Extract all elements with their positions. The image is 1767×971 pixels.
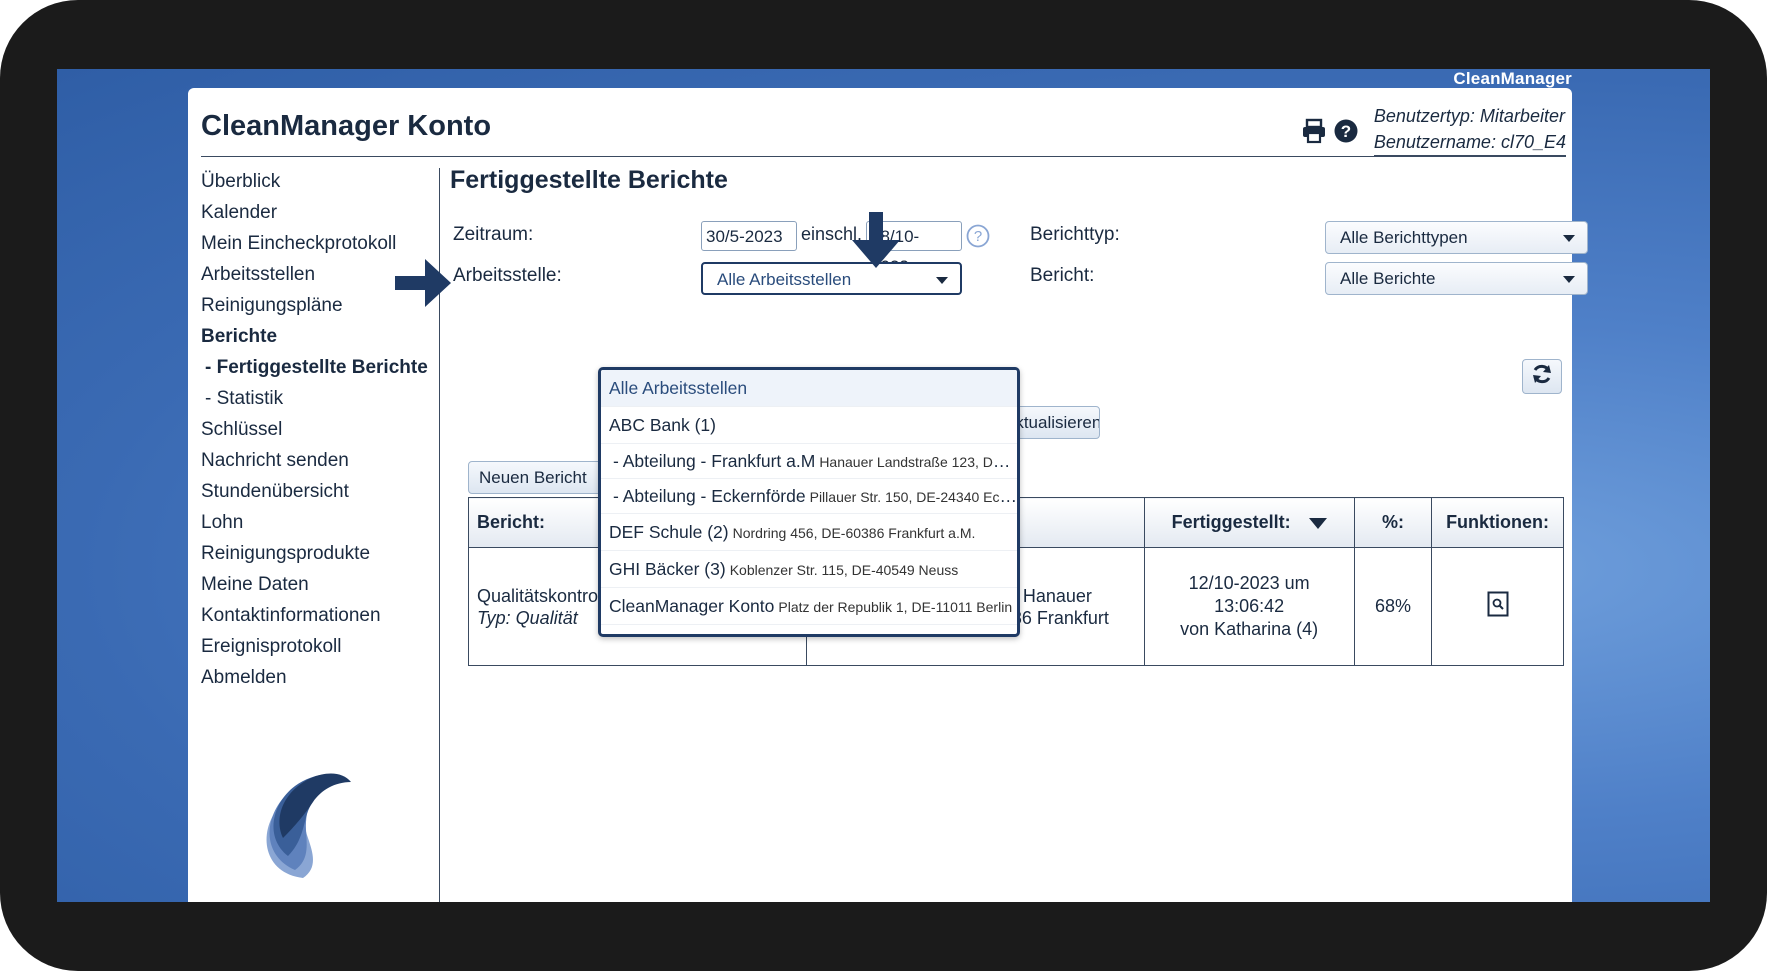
option-name: DEF Schule (2) <box>609 522 729 542</box>
bericht-value: Alle Berichte <box>1340 269 1436 288</box>
arbeitsstelle-value: Alle Arbeitsstellen <box>717 270 852 289</box>
page-title: Fertiggestellte Berichte <box>450 166 728 194</box>
svg-text:?: ? <box>974 228 982 245</box>
refresh-button[interactable] <box>1522 359 1562 394</box>
option-name: - Abteilung - Eckernförde <box>613 486 806 506</box>
option-address: Koblenzer Str. 115, DE-40549 Neuss <box>729 562 959 578</box>
view-report-icon[interactable] <box>1487 591 1509 621</box>
option-address: Platz der Republik 1, DE-11011 Berlin <box>778 599 1013 615</box>
help-icon[interactable]: ? <box>1333 118 1359 144</box>
chevron-down-icon <box>1563 276 1575 283</box>
arbeitsstelle-dropdown-list: Alle Arbeitsstellen ABC Bank (1) - Abtei… <box>598 367 1020 637</box>
dropdown-option[interactable]: Alle Arbeitsstellen <box>601 370 1017 407</box>
cleanmanager-logo-icon <box>233 738 378 893</box>
berichttyp-select[interactable]: Alle Berichttypen <box>1325 221 1588 254</box>
user-type: Benutzertyp: Mitarbeiter <box>1373 106 1565 126</box>
sidebar-item-stundenuebersicht[interactable]: Stundenübersicht <box>201 481 349 502</box>
option-name: - Abteilung - Frankfurt a.M <box>613 451 816 471</box>
col-fertiggestellt-label: Fertiggestellt: <box>1171 512 1291 532</box>
berichttyp-label: Berichttyp: <box>1030 224 1120 245</box>
sidebar-item-schluessel[interactable]: Schlüssel <box>201 419 283 440</box>
col-funktionen: Funktionen: <box>1431 497 1564 548</box>
completed-date: 12/10-2023 um <box>1188 573 1310 593</box>
date-separator: einschl. <box>801 224 863 244</box>
user-info: Benutzertyp: Mitarbeiter Benutzername: c… <box>1373 103 1566 156</box>
print-icon[interactable] <box>1301 118 1327 144</box>
bericht-select[interactable]: Alle Berichte <box>1325 262 1588 295</box>
bericht-label: Bericht: <box>1030 265 1095 286</box>
date-from-input[interactable]: 30/5-2023 <box>701 221 797 251</box>
svg-text:?: ? <box>1341 122 1351 141</box>
sidebar-item-kontaktinformationen[interactable]: Kontaktinformationen <box>201 605 381 626</box>
sidebar-item-berichte[interactable]: Berichte <box>201 326 278 347</box>
sort-desc-icon <box>1308 517 1327 529</box>
chevron-down-icon <box>1563 235 1575 242</box>
option-name: Alle Arbeitsstellen <box>609 378 748 398</box>
refresh-icon <box>1530 362 1554 391</box>
report-type: Typ: Qualität <box>477 607 578 628</box>
desktop-app-title: CleanManager <box>1453 69 1572 88</box>
sidebar-item-reinigungsplaene[interactable]: Reinigungspläne <box>201 295 343 316</box>
berichttyp-value: Alle Berichttypen <box>1340 228 1468 247</box>
dropdown-option[interactable]: GHI Bäcker (3)Koblenzer Str. 115, DE-405… <box>601 551 1017 588</box>
dropdown-option[interactable]: DEF Schule (2)Nordring 456, DE-60386 Fra… <box>601 514 1017 551</box>
sidebar-item-ueberblick[interactable]: Überblick <box>201 171 281 192</box>
chevron-down-icon <box>936 277 948 284</box>
date-help-icon[interactable]: ? <box>966 224 990 253</box>
sidebar-item-arbeitsstellen[interactable]: Arbeitsstellen <box>201 264 316 285</box>
option-name: CleanManager Konto <box>609 596 775 616</box>
col-percent: %: <box>1353 497 1433 548</box>
sidebar-item-nachricht-senden[interactable]: Nachricht senden <box>201 450 349 471</box>
sidebar-item-statistik[interactable]: - Statistik <box>205 388 284 409</box>
arrow-down-icon <box>852 212 900 273</box>
sidebar-item-ereignisprotokoll[interactable]: Ereignisprotokoll <box>201 636 342 657</box>
option-address: Nordring 456, DE-60386 Frankfurt a.M. <box>732 525 976 541</box>
header-icons: ? <box>1301 118 1359 144</box>
percent-cell: 68% <box>1353 547 1433 666</box>
sidebar-item-kalender[interactable]: Kalender <box>201 202 278 223</box>
arbeitsstelle-label: Arbeitsstelle: <box>453 265 562 286</box>
sidebar-item-lohn[interactable]: Lohn <box>201 512 244 533</box>
sidebar-item-meine-daten[interactable]: Meine Daten <box>201 574 309 595</box>
option-address: Hanauer Landstraße 123, DE-60386 Frankfu… <box>819 454 1017 470</box>
completed-time: 13:06:42 <box>1214 596 1285 616</box>
sidebar-item-reinigungsprodukte[interactable]: Reinigungsprodukte <box>201 543 371 564</box>
col-fertiggestellt[interactable]: Fertiggestellt: <box>1143 497 1355 548</box>
header-divider <box>201 156 1566 157</box>
option-name: GHI Bäcker (3) <box>609 559 726 579</box>
desktop-background: CleanManager CleanManager Konto ? <box>57 69 1710 902</box>
sidebar-divider <box>439 168 440 902</box>
arbeitsstelle-select[interactable]: Alle Arbeitsstellen <box>701 262 962 295</box>
option-address: Pillauer Str. 150, DE-24340 Eckernförde <box>809 489 1017 505</box>
sidebar-item-eincheckprotokoll[interactable]: Mein Eincheckprotokoll <box>201 233 397 254</box>
completed-cell: 12/10-2023 um 13:06:42 von Katharina (4) <box>1143 547 1355 666</box>
option-name: ABC Bank (1) <box>609 415 716 435</box>
dropdown-option[interactable]: ABC Bank (1) <box>601 407 1017 444</box>
completed-by: von Katharina (4) <box>1180 619 1319 639</box>
username: Benutzername: cl70_E4 <box>1373 129 1566 156</box>
zeitraum-label: Zeitraum: <box>453 224 534 245</box>
arrow-right-icon <box>395 259 451 312</box>
sidebar-item-fertiggestellte-berichte[interactable]: - Fertiggestellte Berichte <box>205 357 428 378</box>
sidebar-nav: Überblick Kalender Mein Eincheckprotokol… <box>201 166 441 693</box>
sidebar-item-abmelden[interactable]: Abmelden <box>201 667 287 688</box>
functions-cell <box>1431 547 1564 666</box>
app-title: CleanManager Konto <box>201 110 492 142</box>
report-title: Qualitätskontrolle <box>477 585 617 606</box>
